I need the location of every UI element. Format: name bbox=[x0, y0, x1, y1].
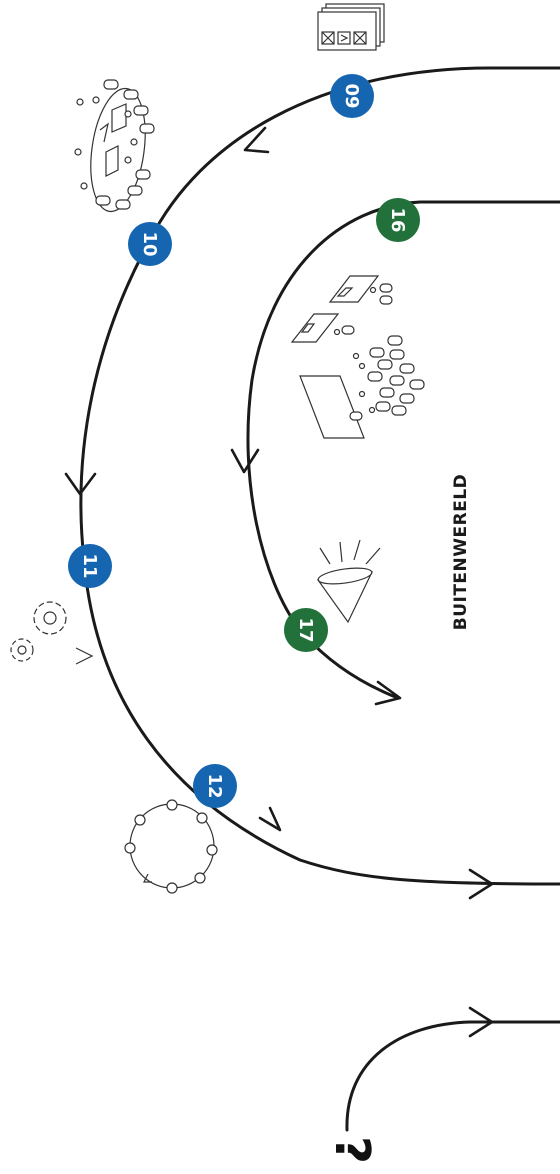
step-number-17: 17 bbox=[295, 617, 316, 642]
step-number-11: 11 bbox=[79, 553, 100, 578]
cycle-icon bbox=[124, 799, 218, 894]
gears-icon bbox=[10, 601, 94, 665]
inner-track-line bbox=[246, 200, 560, 700]
step-number-10: 10 bbox=[139, 231, 160, 256]
step-badge-10[interactable]: 10 bbox=[128, 222, 172, 266]
outer-track-line bbox=[79, 66, 560, 886]
arrowhead-outer-1 bbox=[243, 126, 270, 154]
step-badge-09[interactable]: 09 bbox=[330, 74, 374, 118]
step-badge-12[interactable]: 12 bbox=[193, 764, 237, 808]
arrowhead-inner-2 bbox=[374, 680, 402, 706]
step-number-09: 09 bbox=[341, 83, 362, 108]
step-number-16: 16 bbox=[387, 207, 408, 232]
buitenwereld-label: BUITENWERELD bbox=[451, 474, 471, 631]
megaphone-icon bbox=[316, 539, 381, 624]
meeting-table-icon bbox=[74, 79, 155, 213]
step-badge-11[interactable]: 11 bbox=[68, 544, 112, 588]
step-badge-17[interactable]: 17 bbox=[284, 608, 328, 652]
arrowhead-outer-3 bbox=[258, 806, 282, 832]
return-track-line bbox=[345, 1020, 560, 1132]
presentation-audience-icon bbox=[290, 275, 425, 439]
arrowhead-inner-1 bbox=[230, 448, 260, 474]
arrowhead-return bbox=[468, 1006, 494, 1038]
step-number-12: 12 bbox=[204, 773, 225, 798]
arrowhead-outer-4 bbox=[468, 868, 494, 900]
question-mark: ? bbox=[324, 1136, 380, 1164]
arrowhead-outer-2 bbox=[64, 472, 97, 496]
step-badge-16[interactable]: 16 bbox=[376, 198, 420, 242]
document-stack-icon bbox=[317, 3, 385, 51]
